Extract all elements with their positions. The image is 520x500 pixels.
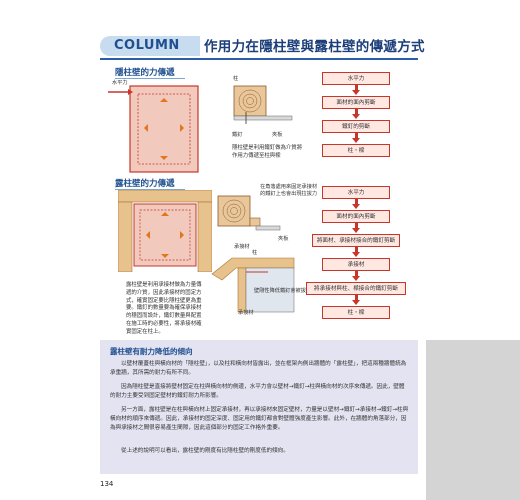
section1-underline — [115, 78, 185, 79]
panel-paragraph-4: 從上述的說明可以看出，露柱壁的剛度有比隱柱壁的剛度低的傾向。 — [121, 448, 289, 454]
flow1-step-1: 水平力 — [322, 72, 390, 85]
beam-top — [118, 190, 212, 203]
section2-heading: 露柱壁的力傳遞 — [115, 179, 175, 189]
sheathing-section — [233, 115, 293, 121]
side-tab-strip — [426, 340, 520, 500]
post-section — [233, 85, 267, 117]
explanation-panel — [100, 340, 418, 474]
nail-label: 鐵釘 — [232, 132, 243, 138]
receiving-member — [249, 217, 261, 227]
force-flow-arrows-2 — [146, 212, 184, 258]
corner-sheathing — [245, 267, 295, 313]
flow2-step-3: 將面材、承接材接合的鐵釘剪斷 — [312, 234, 400, 247]
corner-post — [237, 267, 247, 313]
post-label-1: 柱 — [233, 76, 239, 82]
hidden-post-wall-diagram — [108, 85, 199, 173]
column-label: COLUMN — [100, 36, 200, 56]
panel-paragraph-1: 以壁材覆蓋柱與橫向材的「隱柱壁」，以及柱和橫向材皆露出，並在框架內側出牆體的「露… — [110, 361, 407, 377]
corner-note: 在角落處用來固定承接材的鐵釘上也會出現拉拔力 — [260, 184, 318, 197]
panel-paragraph-2: 因為隱柱壁是直接將壁材固定在柱與橫向材的側邊，水平力會以壁材→鐵釘→柱與橫向材的… — [110, 384, 405, 400]
flow2-step-1: 水平力 — [322, 186, 390, 199]
flow2-step-2: 面材的面內剪斷 — [322, 210, 390, 223]
flow2-step-4: 承接材 — [322, 258, 390, 271]
force-flow-arrows — [144, 98, 184, 160]
page-title: 作用力在隱柱壁與露柱壁的傳遞方式 — [204, 39, 425, 55]
post-label-2: 柱 — [252, 250, 258, 256]
sheathing-label-2: 夾板 — [278, 236, 289, 242]
nail-line — [137, 93, 191, 165]
hidden-post-section-diagram — [233, 85, 293, 124]
panel-heading: 露柱壁有耐力降低的傾向 — [110, 347, 193, 356]
flow1-step-2: 面材的面內剪斷 — [322, 96, 390, 109]
pullout-label: 壁剛性降低鐵釘會被拔出 — [254, 288, 312, 294]
panel-paragraph-3: 另一方面，露柱壁是在柱與橫向材上固定承接材，再以承接材來固定壁材，力量是以壁材→… — [110, 407, 409, 432]
section1-heading: 隱柱壁的力傳遞 — [115, 68, 175, 78]
section2-underline — [115, 189, 185, 190]
sheathing-label-1: 夾板 — [272, 132, 283, 138]
sheathing-section-2 — [255, 225, 281, 231]
receiving-member-label: 承接材 — [234, 244, 250, 250]
post-right — [197, 201, 212, 272]
page-number: 134 — [100, 480, 114, 488]
exposed-post-wall-diagram — [118, 190, 212, 272]
flow1-step-4: 柱・樑 — [322, 144, 390, 157]
post-left — [118, 201, 133, 272]
horizontal-force-label: 水平力 — [112, 80, 128, 86]
post-section-2 — [217, 195, 251, 227]
flow2-step-6: 柱・樑 — [322, 306, 390, 319]
section2-caption: 露柱壁是利用承接材做為力量傳遞的介質，因此承接材的固定方式，確實固定要比隱柱壁更… — [126, 282, 202, 335]
force-arrow-head — [128, 89, 133, 95]
receiving-member-label-2: 承接材 — [238, 310, 254, 316]
nail-line-2 — [139, 209, 191, 261]
flow2-step-5: 將承接材與柱、樑接合的鐵釘剪斷 — [306, 282, 406, 295]
exposed-post-section-diagram — [217, 195, 281, 231]
corner-detail-diagram — [211, 257, 295, 313]
flow1-step-3: 鐵釘的剪斷 — [322, 120, 390, 133]
title-rule — [100, 58, 418, 60]
section1-caption: 隱柱壁是利用鐵釘做為介質將作用力傳遞至柱與樑 — [232, 145, 303, 159]
